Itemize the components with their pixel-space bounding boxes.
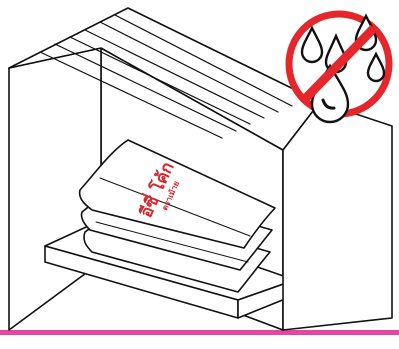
ground-line bbox=[0, 330, 399, 335]
shed-right-wall bbox=[283, 102, 392, 330]
